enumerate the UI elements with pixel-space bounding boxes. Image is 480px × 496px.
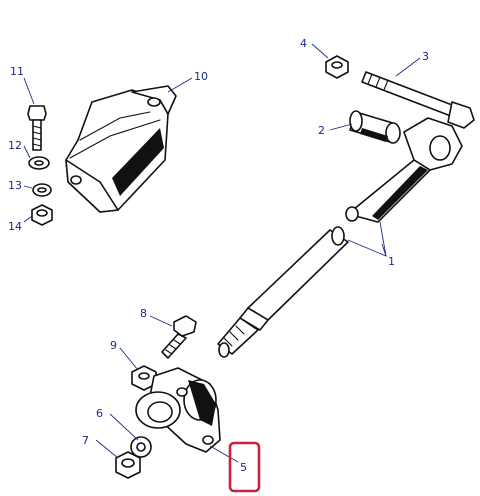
label-part-7: 7: [82, 434, 89, 447]
label-part-10: 10: [194, 70, 208, 83]
label-part-1: 1: [388, 255, 395, 268]
part-2-bush[interactable]: [349, 110, 401, 144]
label-part-8: 8: [140, 307, 147, 320]
leader-lines: [23, 43, 421, 463]
part-13-spring-washer[interactable]: [32, 183, 52, 197]
label-part-11: 11: [10, 65, 24, 78]
label-part-13: 13: [8, 179, 22, 192]
label-part-3: 3: [422, 50, 429, 63]
label-part-4: 4: [300, 37, 307, 50]
label-part-14: 14: [8, 220, 22, 233]
label-part-2: 2: [318, 124, 325, 137]
part-3-long-bolt[interactable]: [361, 71, 475, 129]
part-1-radius-arm[interactable]: [217, 117, 463, 358]
label-part-12: 12: [8, 139, 22, 152]
highlight-box-part-5: [228, 441, 261, 493]
part-4-nut[interactable]: [325, 55, 349, 79]
label-part-5: 5: [240, 461, 247, 474]
part-7-nut[interactable]: [115, 451, 141, 479]
label-part-9: 9: [110, 339, 117, 352]
part-12-washer[interactable]: [28, 156, 50, 170]
part-14-nut[interactable]: [31, 204, 53, 226]
part-6-washer[interactable]: [130, 436, 152, 458]
part-8-bolt[interactable]: [161, 315, 197, 359]
label-part-6: 6: [96, 407, 103, 420]
part-5-mounting-bracket[interactable]: [135, 367, 221, 453]
part-11-bolt[interactable]: [27, 105, 47, 151]
part-10-mounting-block[interactable]: [65, 85, 177, 213]
